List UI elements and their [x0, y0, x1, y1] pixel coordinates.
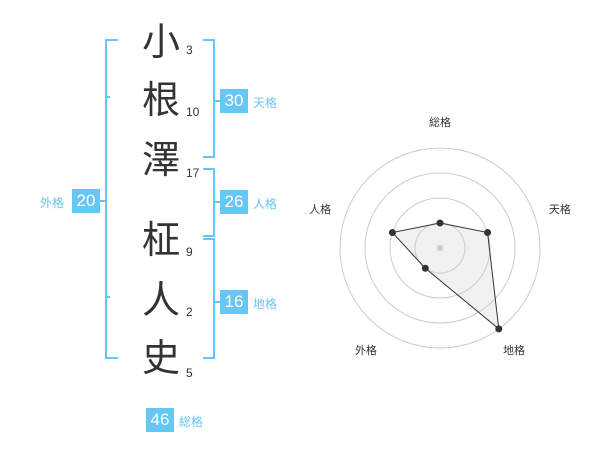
- radar-point-5: [388, 229, 396, 237]
- soukaku-value: 46: [146, 408, 174, 432]
- radar-axis-label: 総格: [429, 115, 451, 129]
- radar-ring: [389, 197, 491, 299]
- radar-axis-label: 人格: [309, 202, 331, 216]
- name-char-6: 史: [141, 336, 180, 380]
- radar-point-1: [436, 219, 444, 227]
- stroke-count-6: 5: [186, 366, 193, 380]
- radar-ring: [364, 172, 516, 324]
- radar-point-2: [484, 229, 492, 237]
- stroke-count-1: 3: [186, 43, 193, 57]
- stroke-count-4: 9: [186, 245, 193, 259]
- tenkaku-label: 天格: [253, 96, 278, 110]
- name-char-5: 人: [141, 278, 180, 322]
- name-char-2: 根: [141, 78, 180, 122]
- radar-shape: [388, 219, 503, 333]
- soukaku-label: 総格: [179, 415, 204, 429]
- radar-axis-label: 天格: [549, 202, 571, 216]
- radar-polygon: [391, 222, 500, 331]
- radar-center-dot: [437, 245, 443, 251]
- chikaku-label: 地格: [253, 297, 278, 311]
- radar-axis-label: 外格: [355, 343, 377, 357]
- jinkaku-value: 26: [220, 190, 248, 214]
- chikaku-value: 16: [220, 290, 248, 314]
- name-char-1: 小: [141, 20, 180, 64]
- gaikaku-label: 外格: [40, 196, 65, 210]
- gaikaku-value: 20: [72, 189, 100, 213]
- radar-point-3: [495, 325, 503, 333]
- jinkaku-label: 人格: [253, 197, 278, 211]
- stroke-count-5: 2: [186, 305, 193, 319]
- stroke-count-3: 17: [186, 166, 200, 180]
- name-char-3: 澤: [141, 138, 180, 182]
- name-char-4: 柾: [141, 218, 180, 262]
- radar-axis-label: 地格: [503, 343, 525, 357]
- tenkaku-value: 30: [220, 89, 248, 113]
- stroke-count-2: 10: [186, 105, 200, 119]
- radar-ring: [339, 147, 541, 349]
- radar-grid: [339, 147, 541, 349]
- radar-point-4: [421, 264, 429, 272]
